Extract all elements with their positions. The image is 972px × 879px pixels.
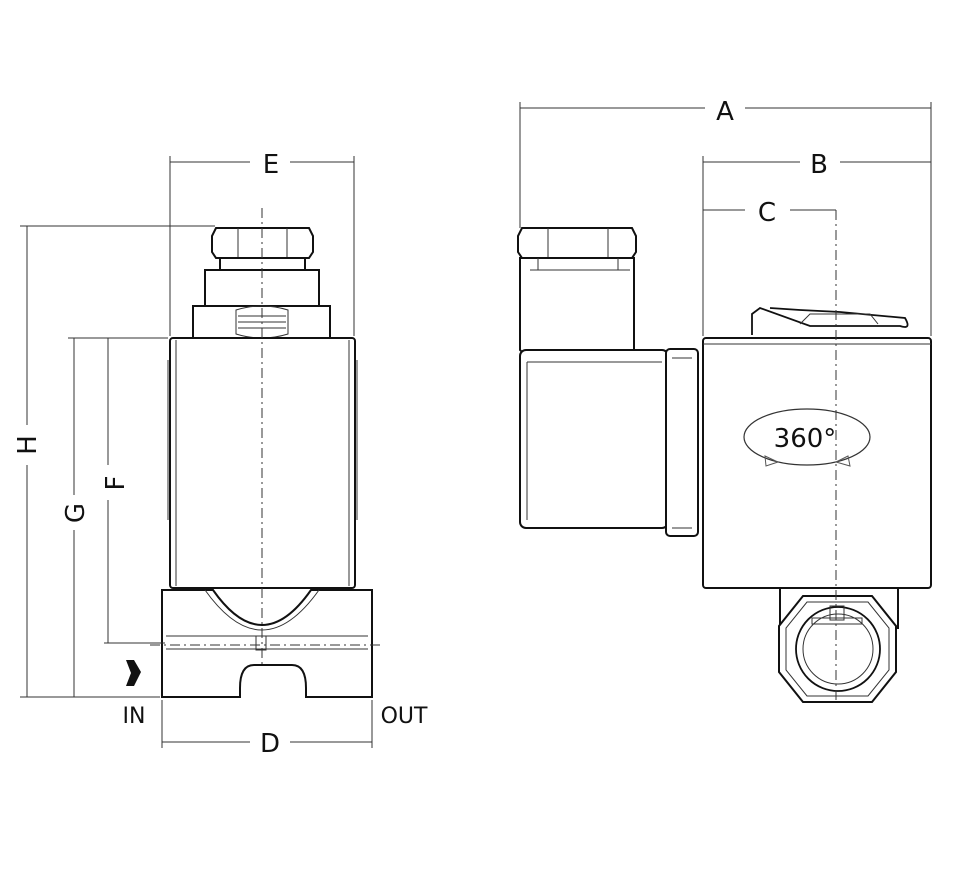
port-label-out: OUT	[381, 704, 428, 729]
side-port-opening	[795, 606, 881, 692]
retaining-clip	[751, 306, 909, 335]
dimension-c: C	[703, 198, 836, 228]
side-connector-upper	[519, 257, 635, 361]
dim-label-d: D	[260, 729, 280, 759]
dimension-g: G	[61, 337, 168, 697]
front-valve-base	[161, 589, 373, 698]
side-hex-nut	[517, 227, 637, 259]
dim-label-e: E	[263, 150, 279, 180]
dim-label-a: A	[716, 97, 734, 127]
flow-arrow-icon	[126, 660, 141, 686]
front-view	[126, 208, 382, 698]
dim-label-g: G	[61, 503, 91, 523]
rotation-label: 360°	[774, 424, 837, 454]
dimension-e: E	[169, 150, 355, 336]
dim-label-h: H	[13, 435, 43, 455]
side-gasket	[665, 348, 699, 537]
dimension-f: F	[101, 338, 165, 644]
side-coil	[702, 337, 932, 589]
rotation-indicator	[743, 408, 871, 466]
side-view: 360°	[517, 210, 932, 703]
dimension-d: D	[161, 700, 373, 759]
dim-label-f: F	[101, 476, 131, 491]
dimension-h: H	[13, 225, 215, 698]
dim-label-c: C	[758, 198, 776, 228]
side-connector-plug	[519, 349, 669, 529]
port-label-in: IN	[123, 704, 146, 729]
dimension-b: B	[702, 150, 931, 336]
dimension-a: A	[519, 97, 932, 336]
dim-label-b: B	[810, 150, 828, 180]
